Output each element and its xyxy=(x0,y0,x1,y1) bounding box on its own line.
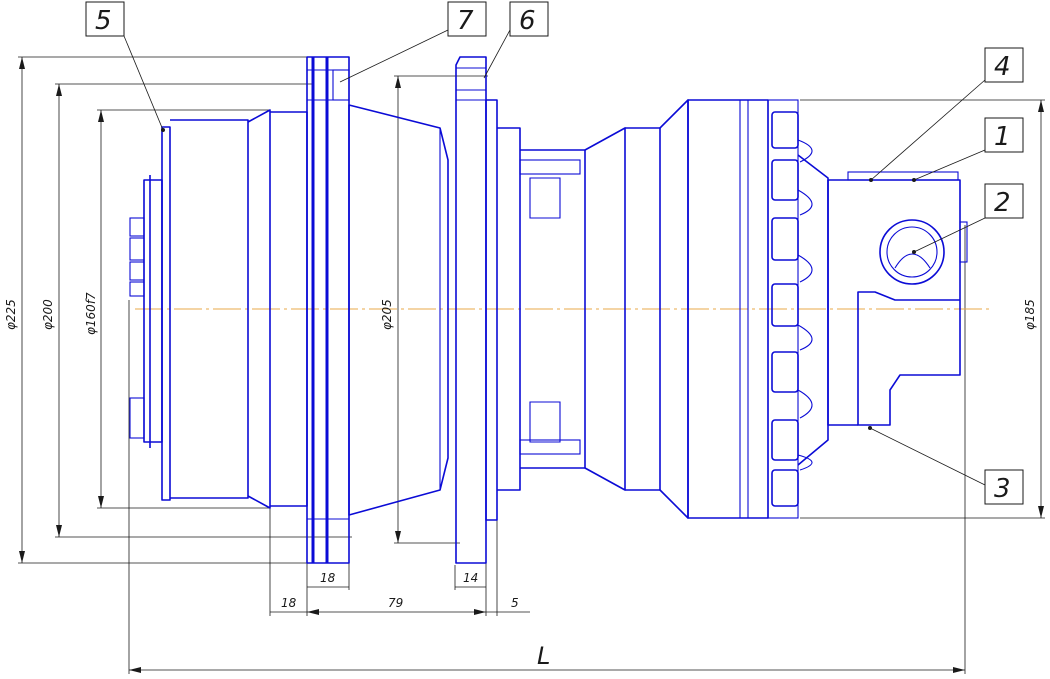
balloon-6-label: 6 xyxy=(519,6,536,36)
motor-outline xyxy=(129,56,968,564)
dim-len18-flange: 18 xyxy=(320,571,336,585)
dim-d160: φ160f7 xyxy=(84,292,98,335)
balloon-4: 4 xyxy=(984,47,1024,83)
balloon-6: 6 xyxy=(509,1,549,37)
balloon-7: 7 xyxy=(447,1,487,37)
balloon-3: 3 xyxy=(984,469,1024,505)
dim-len5: 5 xyxy=(511,596,519,610)
dimension-lines xyxy=(18,56,1045,674)
dim-d200: φ200 xyxy=(41,299,55,330)
balloon-1-label: 1 xyxy=(994,122,1011,152)
dim-len14: 14 xyxy=(463,571,478,585)
dim-len18-pilot: 18 xyxy=(281,596,297,610)
balloon-1: 1 xyxy=(984,117,1024,153)
balloon-3-label: 3 xyxy=(994,474,1011,504)
balloon-5-label: 5 xyxy=(95,6,112,36)
balloon-5: 5 xyxy=(85,1,125,37)
dim-len-total: L xyxy=(537,642,550,670)
balloon-2: 2 xyxy=(984,183,1024,219)
balloon-2-label: 2 xyxy=(994,188,1011,218)
dim-d185: φ185 xyxy=(1023,299,1037,330)
dim-d225: φ225 xyxy=(4,299,18,330)
leader-lines xyxy=(123,29,986,486)
dim-len79: 79 xyxy=(388,596,403,610)
dim-d205: φ205 xyxy=(380,299,394,330)
balloon-4-label: 4 xyxy=(994,52,1011,82)
balloon-7-label: 7 xyxy=(457,6,474,36)
